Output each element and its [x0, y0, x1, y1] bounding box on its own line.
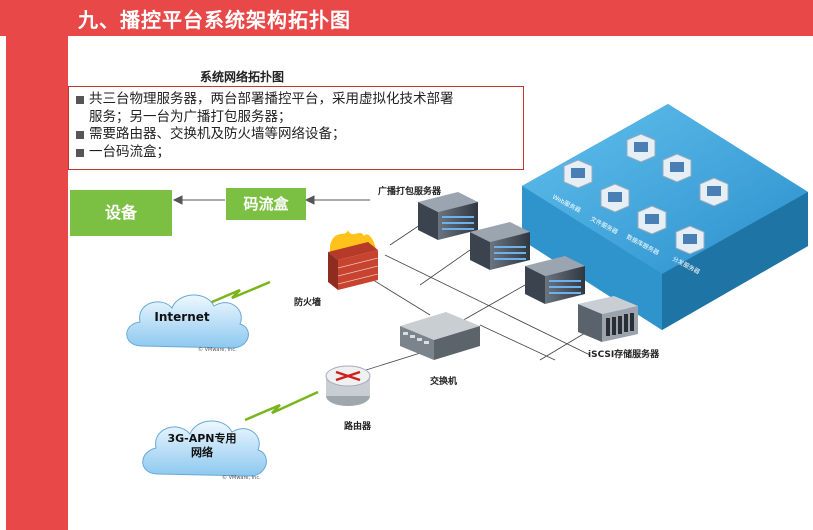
broadcast-server-label: 广播打包服务器 — [378, 187, 442, 197]
left-accent-bar — [0, 0, 68, 530]
bullet-item: 一台码流盒； — [75, 144, 517, 162]
internet-cloud — [126, 294, 249, 349]
apn-cloud — [142, 420, 267, 477]
router-label: 路由器 — [344, 422, 372, 432]
header-bar: 九、播控平台系统架构拓扑图 — [0, 0, 813, 36]
left-white-strip — [0, 36, 6, 530]
server-icon — [525, 256, 585, 304]
device-box-label: 设备 — [104, 203, 137, 222]
page-title: 九、播控平台系统架构拓扑图 — [78, 8, 351, 32]
vm-icons — [563, 133, 729, 255]
iscsi-storage-icon — [578, 296, 638, 342]
connection-lines — [349, 224, 591, 376]
vm-icon — [637, 205, 667, 235]
bullet-continuation: 服务；另一台为广播打包服务器； — [89, 108, 292, 125]
vmware-credit: © VMware, Inc. — [222, 475, 261, 481]
vm-icon — [662, 153, 692, 183]
switch-icon — [400, 312, 480, 360]
switch-label: 交换机 — [430, 377, 458, 387]
bullet-box: 共三台物理服务器，两台部署播控平台，采用虚拟化技术部署 服务；另一台为广播打包服… — [68, 86, 524, 170]
vm-icon — [626, 133, 656, 163]
diagram-title: 系统网络拓扑图 — [200, 70, 285, 84]
flow-arrows — [172, 195, 370, 205]
router-icon — [325, 365, 371, 406]
bullet-item: 需要路由器、交换机及防火墙等网络设备； — [75, 126, 517, 144]
wireless-links — [204, 280, 319, 422]
iscsi-label: iSCSI存储服务器 — [588, 350, 660, 360]
broadcast-server-icon — [418, 192, 478, 240]
vm-icon — [563, 159, 593, 189]
vm-icon — [675, 225, 705, 255]
apn-label: 3G-APN专用网络 — [167, 432, 237, 459]
device-box: 设备 — [70, 190, 172, 236]
firewall-icon — [328, 230, 379, 290]
server-icon — [470, 222, 530, 270]
vm-icon — [600, 183, 630, 213]
vm-icon — [699, 177, 729, 207]
bullet-item: 共三台物理服务器，两台部署播控平台，采用虚拟化技术部署 — [75, 91, 517, 109]
firewall-label: 防火墙 — [294, 298, 322, 308]
vmware-credit: © VMware, Inc. — [198, 347, 237, 353]
internet-label: Internet — [154, 310, 210, 324]
stream-box-label: 码流盒 — [243, 195, 289, 213]
stream-box: 码流盒 — [226, 188, 306, 220]
